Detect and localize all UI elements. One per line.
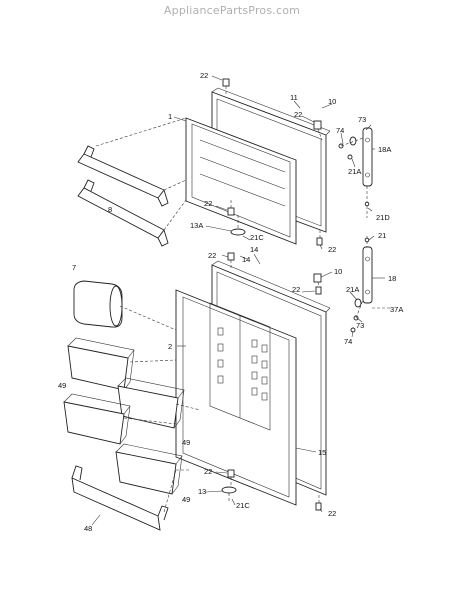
label-14a: 14 xyxy=(250,245,258,254)
label-10a: 10 xyxy=(328,97,336,106)
label-21: 21 xyxy=(378,231,386,240)
label-21A-lower: 21A xyxy=(346,285,359,294)
door-shelf-48 xyxy=(71,465,169,531)
label-1: 1 xyxy=(168,112,172,121)
label-49a: 49 xyxy=(58,381,66,390)
label-2: 2 xyxy=(168,342,172,351)
label-21C-lower: 21C xyxy=(236,501,250,510)
watermark: AppliancePartsPros.com xyxy=(163,4,301,17)
label-48: 48 xyxy=(84,524,92,533)
label-8: 8 xyxy=(108,205,112,214)
fresh-food-door-stop-parts xyxy=(221,252,364,511)
label-18: 18 xyxy=(388,274,396,283)
label-22b: 22 xyxy=(294,110,302,119)
door-bin-middle-left xyxy=(63,393,131,445)
label-13A: 13A xyxy=(190,221,203,230)
freezer-hinge-18A xyxy=(362,127,373,218)
label-13: 13 xyxy=(198,487,206,496)
label-22h: 22 xyxy=(328,509,336,518)
label-74b: 74 xyxy=(344,337,352,346)
label-49b: 49 xyxy=(182,438,190,447)
label-49c: 49 xyxy=(182,495,190,504)
label-73b: 73 xyxy=(356,321,364,330)
fresh-food-door-liner xyxy=(175,289,297,506)
label-22a: 22 xyxy=(200,71,208,80)
label-7: 7 xyxy=(72,263,76,272)
freezer-door-shelf-upper xyxy=(77,145,169,207)
label-73a: 73 xyxy=(358,115,366,124)
door-bin-lower-right xyxy=(115,443,183,495)
label-22f: 22 xyxy=(292,285,300,294)
label-22d: 22 xyxy=(328,245,336,254)
label-11: 11 xyxy=(290,93,298,102)
label-21A-upper: 21A xyxy=(348,167,361,176)
label-15: 15 xyxy=(318,448,326,457)
label-74a: 74 xyxy=(336,126,344,135)
freezer-door-shelf-lower xyxy=(77,179,169,247)
label-14b: 14 xyxy=(242,255,250,264)
fresh-food-hinge-18 xyxy=(362,236,392,309)
label-10b: 10 xyxy=(334,267,342,276)
part-labels: 22 1 11 10 22 73 74 18A 21A 8 22 13A 21C… xyxy=(58,71,403,533)
label-21C-upper: 21C xyxy=(250,233,264,242)
door-bin-upper-left xyxy=(67,337,135,391)
door-bin-middle-right xyxy=(117,377,185,429)
freezer-door-stop-parts xyxy=(222,78,364,246)
label-37A: 37A xyxy=(390,305,403,314)
label-21D: 21D xyxy=(376,213,390,222)
label-18A: 18A xyxy=(378,145,391,154)
freezer-door-liner xyxy=(185,117,297,245)
label-22e: 22 xyxy=(208,251,216,260)
butter-compartment-7 xyxy=(73,280,123,328)
label-22g: 22 xyxy=(204,467,212,476)
label-22c: 22 xyxy=(204,199,212,208)
